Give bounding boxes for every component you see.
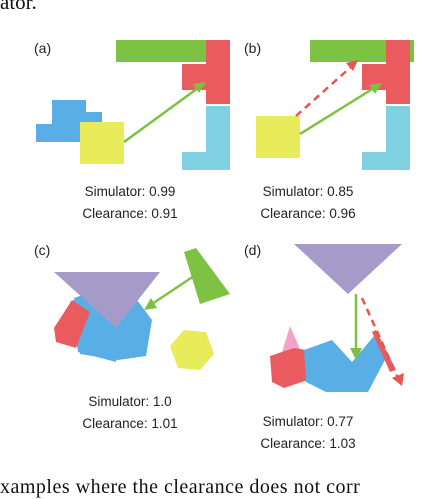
red-edge bbox=[372, 330, 396, 372]
panel-b-illustration bbox=[256, 40, 414, 170]
metric-clearance-b: Clearance: 0.96 bbox=[260, 206, 356, 221]
panel-a-illustration bbox=[36, 40, 230, 170]
green-quad bbox=[184, 248, 230, 304]
green-arrowhead bbox=[350, 348, 362, 360]
green-arrowhead bbox=[369, 83, 382, 94]
metric-clearance-c: Clearance: 1.01 bbox=[82, 416, 178, 431]
yellow-block bbox=[256, 116, 300, 158]
red-arrowhead bbox=[346, 60, 358, 71]
paper-text-bottom: xamples where the clearance does not cor… bbox=[0, 476, 361, 498]
panel-label-a: (a) bbox=[34, 40, 52, 56]
metric-simulator-a: Simulator: 0.99 bbox=[84, 184, 176, 199]
metric-clearance-d: Clearance: 1.03 bbox=[260, 436, 356, 451]
metric-simulator-b: Simulator: 0.85 bbox=[262, 184, 354, 199]
yellow-block bbox=[80, 122, 124, 164]
metric-clearance-a: Clearance: 0.91 bbox=[82, 206, 178, 221]
figure-panel-b: (b) Simulator: 0.85 Clearance: 0.96 bbox=[234, 30, 444, 240]
purple-triangle bbox=[54, 272, 160, 328]
red-dashed-arrow-line bbox=[360, 297, 400, 379]
panel-label-d: (d) bbox=[244, 242, 262, 258]
cyan-block bbox=[182, 106, 230, 170]
red-dashed-arrow-line bbox=[295, 65, 353, 117]
metric-simulator-d: Simulator: 0.77 bbox=[262, 414, 354, 429]
figure-panel-a: (a) Simulator: 0.99 Clearance: 0.91 bbox=[30, 30, 240, 240]
green-arrowhead bbox=[193, 82, 206, 93]
cyan-block bbox=[362, 106, 410, 170]
red-arrowhead bbox=[392, 373, 404, 386]
metric-simulator-c: Simulator: 1.0 bbox=[88, 394, 172, 409]
red-block bbox=[270, 348, 308, 388]
blue-block bbox=[304, 336, 386, 392]
green-arrowhead bbox=[144, 298, 157, 310]
green-arrow-line bbox=[151, 274, 195, 306]
green-arrow-line bbox=[123, 86, 199, 144]
purple-triangle bbox=[294, 244, 402, 294]
panel-label-c: (c) bbox=[34, 242, 51, 258]
green-block bbox=[116, 40, 220, 62]
yellow-hexagon bbox=[170, 330, 214, 370]
green-arrow-line bbox=[299, 86, 375, 136]
red-block bbox=[54, 300, 90, 348]
panel-c-illustration bbox=[54, 248, 230, 370]
red-block bbox=[182, 40, 230, 104]
figure-panel-c: (c) Simulator: 1.0 Clearance: 1.01 bbox=[30, 232, 240, 442]
panel-label-b: (b) bbox=[244, 40, 262, 56]
panel-d-illustration bbox=[270, 244, 404, 392]
paper-text-top: ator. bbox=[0, 0, 37, 14]
figure-panel-d: (d) Simulator: 0.77 Clearance: 1.03 bbox=[234, 232, 444, 451]
